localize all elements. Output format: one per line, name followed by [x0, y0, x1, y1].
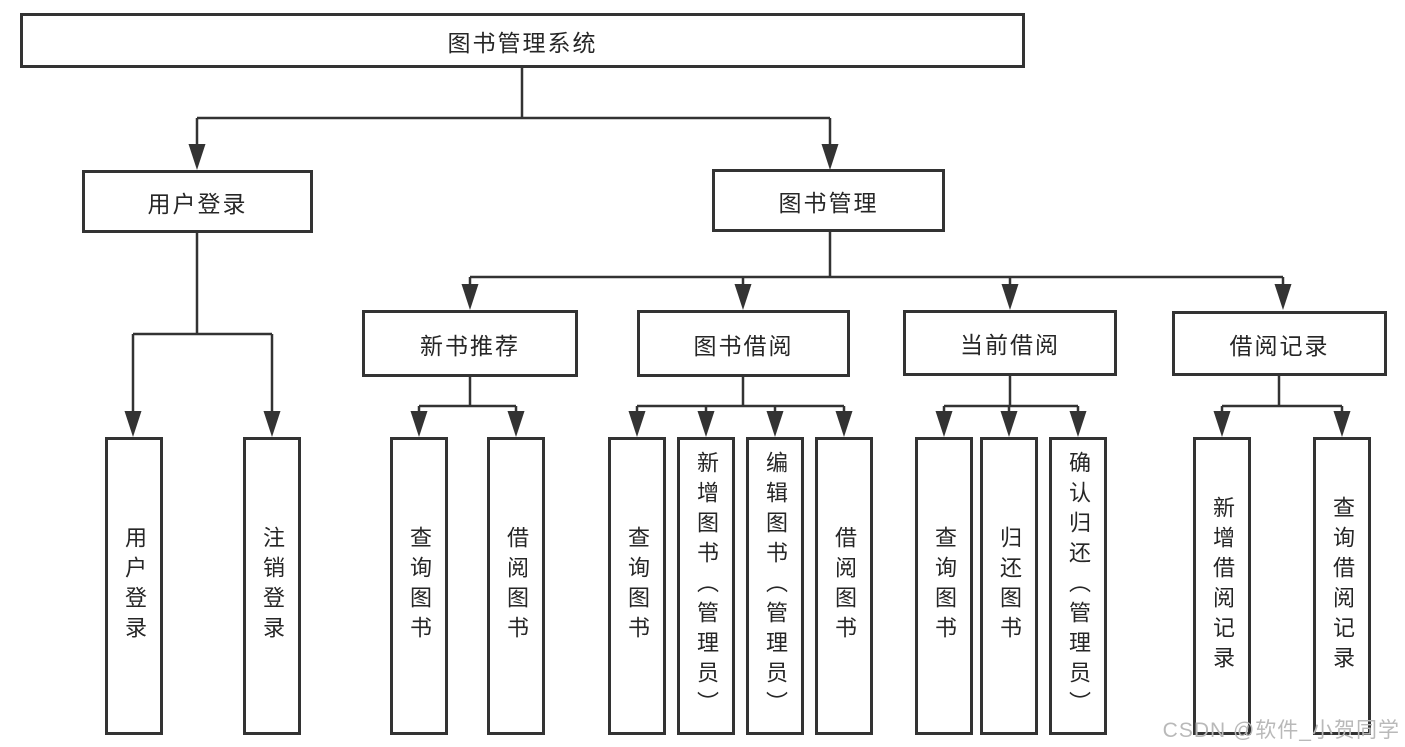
leaf-query-books-borrow: 查询图书	[608, 437, 666, 735]
node-borrow-records: 借阅记录	[1172, 311, 1387, 376]
csdn-watermark: CSDN @软件_小贺同学	[1162, 719, 1400, 742]
leaf-query-books-current-label: 查询图书	[932, 526, 957, 646]
leaf-borrow-books-recommend-label: 借阅图书	[504, 526, 529, 646]
node-user-login: 用户登录	[82, 170, 313, 233]
leaf-logout: 注销登录	[243, 437, 301, 735]
node-root-system: 图书管理系统	[20, 13, 1025, 68]
leaf-query-borrow-record-label: 查询借阅记录	[1330, 496, 1355, 676]
leaf-query-borrow-record: 查询借阅记录	[1313, 437, 1371, 735]
leaf-add-borrow-record: 新增借阅记录	[1193, 437, 1251, 735]
node-book-management: 图书管理	[712, 169, 945, 232]
leaf-query-books-recommend-label: 查询图书	[407, 526, 432, 646]
node-new-book-recommend: 新书推荐	[362, 310, 578, 377]
node-new-book-recommend-label: 新书推荐	[420, 332, 520, 359]
leaf-add-books-admin-label: 新增图书（管理员）	[694, 451, 719, 721]
leaf-user-login-label: 用户登录	[122, 526, 147, 646]
leaf-return-books: 归还图书	[980, 437, 1038, 735]
node-user-login-label: 用户登录	[147, 190, 248, 217]
node-current-borrow: 当前借阅	[903, 310, 1117, 376]
node-borrow-records-label: 借阅记录	[1229, 332, 1330, 359]
leaf-borrow-books-label: 借阅图书	[832, 526, 857, 646]
leaf-user-login: 用户登录	[105, 437, 163, 735]
leaf-query-books-borrow-label: 查询图书	[625, 526, 650, 646]
leaf-add-books-admin: 新增图书（管理员）	[677, 437, 735, 735]
leaf-borrow-books-recommend: 借阅图书	[487, 437, 545, 735]
node-book-borrow-label: 图书借阅	[693, 332, 794, 359]
leaf-edit-books-admin-label: 编辑图书（管理员）	[763, 451, 788, 721]
tree-edges	[131, 67, 1344, 413]
leaf-confirm-return-admin: 确认归还（管理员）	[1049, 437, 1107, 735]
node-current-borrow-label: 当前借阅	[960, 332, 1060, 358]
leaf-borrow-books: 借阅图书	[815, 437, 873, 735]
leaf-logout-label: 注销登录	[260, 526, 285, 646]
node-book-borrow: 图书借阅	[637, 310, 850, 377]
leaf-add-borrow-record-label: 新增借阅记录	[1210, 496, 1235, 676]
leaf-confirm-return-admin-label: 确认归还（管理员）	[1066, 451, 1091, 721]
arrowheads	[124, 144, 1351, 437]
node-root-system-label: 图书管理系统	[447, 29, 598, 56]
node-book-management-label: 图书管理	[778, 189, 879, 216]
leaf-edit-books-admin: 编辑图书（管理员）	[746, 437, 804, 735]
leaf-query-books-recommend: 查询图书	[390, 437, 448, 735]
leaf-query-books-current: 查询图书	[915, 437, 973, 735]
leaf-return-books-label: 归还图书	[997, 526, 1022, 646]
